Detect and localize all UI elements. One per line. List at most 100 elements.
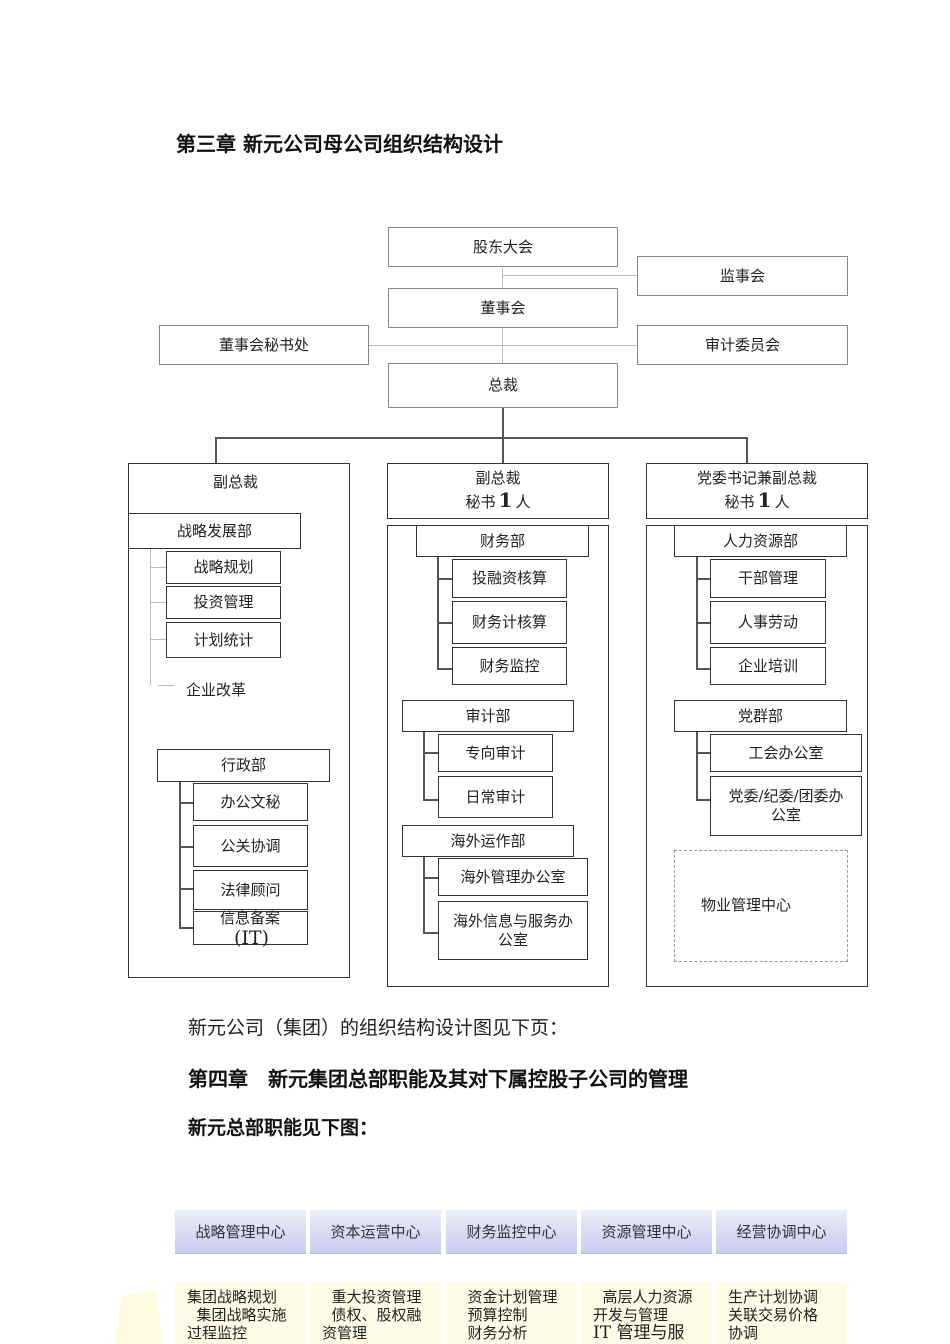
connector [696,752,710,754]
center-body-line: 过程监控 [187,1324,248,1342]
connector [150,567,166,568]
secretary-unit: 人 [515,492,531,511]
connector [696,622,710,624]
connector [179,802,193,804]
connector [437,557,439,669]
connector [368,345,638,346]
connector [423,877,438,879]
center-body-line: 关联交易价格 [728,1306,819,1324]
overseas-ops-box: 海外运作部 [402,825,574,857]
connector [437,622,452,624]
secretary-count: 1 [498,487,513,512]
personnel-labor-box: 人事劳动 [710,601,826,644]
center-body-line: 集团战略实施 [187,1306,287,1324]
property-center-label: 物业管理中心 [701,896,792,914]
connector [696,578,710,580]
center-body-line: 生产计划协调 [728,1288,819,1306]
center-operations-header: 经营协调中心 [716,1210,847,1254]
strategy-planning-box: 战略规划 [166,551,281,584]
center-operations-body: 生产计划协调 关联交易价格 协调 [716,1282,847,1344]
connector [502,407,504,463]
financial-accounting-box: 财务计核算 [452,601,567,644]
center-strategy-body: 集团战略规划 集团战略实施 过程监控 [175,1282,306,1344]
vp-left-head: 副总裁 [213,473,259,491]
center-body-line: 财务分析 [458,1324,528,1342]
connector [179,782,181,928]
center-body-line: 高层人力资源 [593,1288,693,1306]
connector [179,927,193,929]
center-body-line: 协调 [728,1324,759,1342]
connector [746,437,748,463]
connector [150,639,166,640]
center-finance-header: 财务监控中心 [446,1210,577,1254]
connector [696,557,698,670]
connector [696,732,698,800]
board-secretary-box: 董事会秘书处 [159,325,369,365]
party-vp-head: 党委书记兼副总裁 [696,469,817,488]
connector [215,437,217,463]
shareholders-box: 股东大会 [388,227,618,267]
connector [423,752,438,754]
hr-dept-box: 人力资源部 [674,525,847,557]
investment-mgmt-box: 投资管理 [166,586,281,619]
connector [423,799,438,801]
routine-audit-box: 日常审计 [438,776,553,818]
office-secretarial-box: 办公文秘 [193,783,308,821]
connector [502,275,638,276]
overseas-info-service-box: 海外信息与服务办公室 [438,901,588,960]
connector [696,799,710,801]
supervisors-box: 监事会 [637,256,848,296]
enterprise-reform-label: 企业改革 [186,681,247,699]
center-body-line: 开发与管理 [593,1306,669,1324]
center-body-line: 重大投资管理 [322,1288,422,1306]
cadre-mgmt-box: 干部管理 [710,559,826,598]
property-center-frame [674,850,848,962]
secretary-unit: 人 [774,492,790,511]
financing-accounting-box: 投融资核算 [452,559,567,598]
connector [437,578,452,580]
admin-dept-box: 行政部 [157,749,330,782]
overseas-office-box: 海外管理办公室 [438,858,588,896]
secretary-prefix: 秘书 [465,492,496,511]
vp-mid-head: 副总裁 [475,469,521,488]
union-office-box: 工会办公室 [710,734,862,772]
center-body-line: 集团战略规划 [187,1288,278,1306]
plan-statistics-box: 计划统计 [166,622,281,658]
audit-dept-box: 审计部 [402,700,574,732]
chapter-3-title: 第三章 新元公司母公司组织结构设计 [176,132,503,156]
center-strategy-header: 战略管理中心 [175,1210,306,1254]
center-body-line: 债权、股权融 [322,1306,422,1324]
enterprise-training-box: 企业培训 [710,647,826,685]
center-body-line: IT 管理与服 [593,1323,685,1343]
center-capital-body: 重大投资管理 债权、股权融 资管理 [310,1282,441,1344]
connector [423,732,425,800]
center-capital-header: 资本运营中心 [310,1210,441,1254]
strategy-dept-box: 战略发展部 [128,513,301,549]
board-box: 董事会 [388,288,618,328]
connector [150,549,151,685]
center-resource-body: 高层人力资源 开发与管理 IT 管理与服 [581,1282,712,1344]
info-filing-it-label: (IT) [234,927,270,949]
chapter-4-title: 第四章 新元集团总部职能及其对下属控股子公司的管理 [188,1067,688,1091]
finance-dept-box: 财务部 [416,525,589,557]
connector [502,266,503,288]
legal-counsel-box: 法律顾问 [193,870,308,910]
connector [179,846,193,848]
center-body-line: 预算控制 [458,1306,528,1324]
group-structure-note: 新元公司（集团）的组织结构设计图见下页： [188,1017,569,1039]
secretary-count: 1 [757,487,772,512]
connector [158,685,174,686]
center-resource-header: 资源管理中心 [581,1210,712,1254]
connector [150,602,166,603]
connector [179,888,193,890]
connector [423,932,438,934]
hq-functions-subtitle: 新元总部职能见下图： [188,1117,379,1139]
connector [423,857,425,933]
center-body-line: 资金计划管理 [458,1288,558,1306]
connector [215,437,747,439]
connector [437,668,452,670]
special-audit-box: 专向审计 [438,734,553,772]
